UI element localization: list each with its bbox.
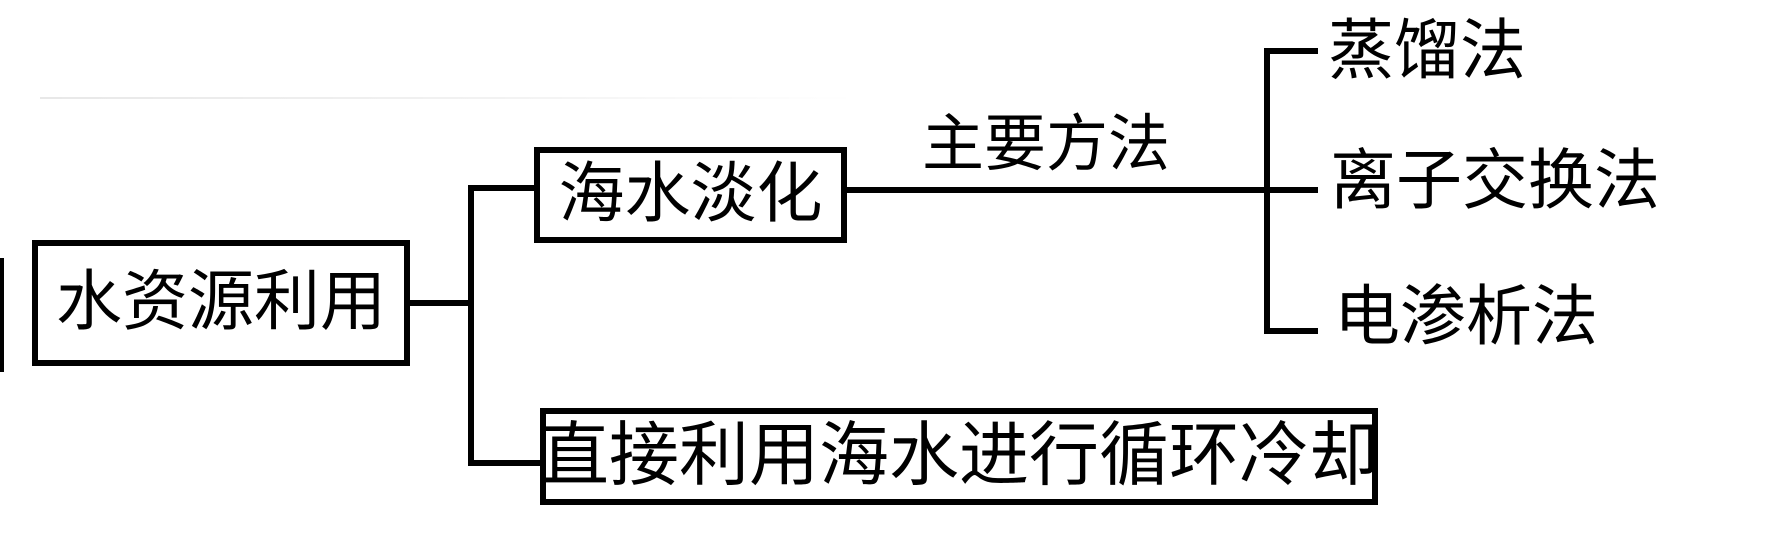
method-leaf-ion-exchange: 离子交换法: [1330, 145, 1660, 218]
cooling-node-label: 直接利用海水进行循环冷却: [539, 417, 1379, 495]
scan-artifact-top-smear: [40, 97, 860, 99]
root-node-label: 水资源利用: [56, 266, 386, 339]
connector-stub-electrodialysis: [1264, 328, 1318, 334]
connector-spine-to-desal: [468, 185, 534, 191]
cooling-node: 直接利用海水进行循环冷却: [539, 408, 1379, 505]
edge-label-main-methods: 主要方法: [922, 111, 1171, 179]
connector-desal-to-methods: [847, 187, 1318, 193]
connector-fork-spine: [468, 185, 474, 466]
desalination-node: 海水淡化: [534, 147, 847, 243]
desalination-node-label: 海水淡化: [558, 158, 823, 231]
connector-spine-to-cooling: [468, 460, 540, 466]
method-leaf-electrodialysis: 电渗析法: [1334, 281, 1598, 354]
scan-artifact-left-edge: [0, 258, 4, 372]
root-node-water-resources: 水资源利用: [32, 240, 410, 366]
connector-root-to-spine: [410, 300, 472, 306]
connector-stub-distillation: [1264, 48, 1318, 54]
method-leaf-distillation: 蒸馏法: [1328, 15, 1526, 88]
connector-methods-spine: [1264, 48, 1270, 334]
